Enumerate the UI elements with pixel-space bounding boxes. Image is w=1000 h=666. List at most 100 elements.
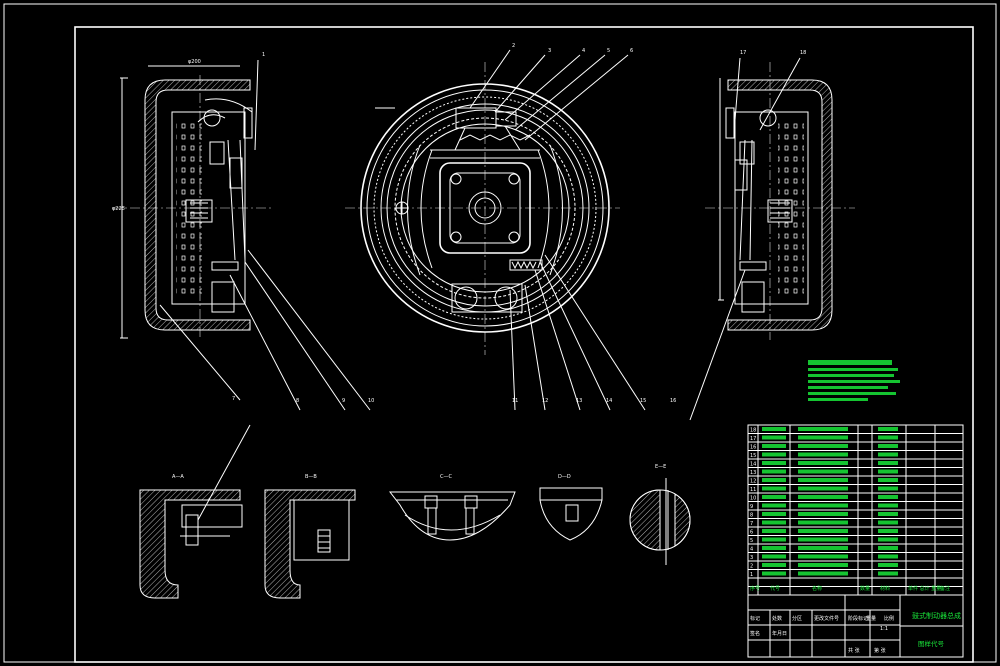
parts-code-cell bbox=[762, 444, 786, 448]
parts-material-cell bbox=[878, 546, 898, 550]
parts-name-cell bbox=[798, 469, 848, 474]
callout-number: 1 bbox=[262, 52, 265, 58]
parts-material-cell bbox=[878, 563, 898, 567]
front-view bbox=[345, 49, 646, 411]
parts-code-cell bbox=[762, 546, 786, 550]
section-b-label: B—B bbox=[305, 474, 317, 480]
parts-name-cell bbox=[798, 520, 848, 525]
parts-row-index: 4 bbox=[750, 547, 753, 553]
parts-material-cell bbox=[878, 427, 898, 431]
parts-name-cell bbox=[798, 571, 848, 576]
parts-name-cell bbox=[798, 546, 848, 550]
sign-label: 处数 bbox=[772, 615, 782, 622]
callout-number: 8 bbox=[296, 398, 299, 404]
parts-header-label: 名称 bbox=[812, 585, 822, 592]
parts-name-cell bbox=[798, 435, 848, 440]
section-e-label: E—E bbox=[655, 464, 666, 470]
parts-row-index: 7 bbox=[750, 521, 753, 527]
parts-row-index: 9 bbox=[750, 504, 753, 510]
parts-material-cell bbox=[878, 512, 898, 516]
parts-material-cell bbox=[878, 452, 898, 457]
callout-number: 15 bbox=[640, 398, 646, 404]
sign-label: 签名 bbox=[750, 630, 760, 637]
parts-code-cell bbox=[762, 503, 786, 508]
parts-row-index: 14 bbox=[750, 462, 756, 468]
parts-row-index: 2 bbox=[750, 564, 753, 570]
parts-row-index: 18 bbox=[750, 428, 756, 434]
right-section-view bbox=[689, 57, 855, 421]
parts-name-cell bbox=[798, 503, 848, 508]
parts-code-cell bbox=[762, 435, 786, 440]
stage-label: 比例 bbox=[884, 615, 894, 622]
parts-header-label: 数量 bbox=[860, 585, 870, 592]
callout-number: 18 bbox=[800, 50, 806, 56]
callout-number: 12 bbox=[542, 398, 548, 404]
parts-code-cell bbox=[762, 563, 786, 567]
callout-number: 2 bbox=[512, 43, 515, 49]
parts-row-index: 10 bbox=[750, 496, 756, 502]
sign-label: 标记 bbox=[750, 615, 760, 622]
parts-name-cell bbox=[798, 478, 848, 482]
parts-row-index: 5 bbox=[750, 538, 753, 544]
parts-material-cell bbox=[878, 486, 898, 491]
parts-code-cell bbox=[762, 537, 786, 542]
detail-section-c: C—C bbox=[388, 474, 516, 541]
parts-code-cell bbox=[762, 495, 786, 499]
callout-number: 3 bbox=[548, 48, 551, 54]
callout-number: 10 bbox=[368, 398, 374, 404]
parts-name-cell bbox=[798, 495, 848, 499]
callout-number: 16 bbox=[670, 398, 676, 404]
section-d-label: D—D bbox=[558, 474, 571, 480]
parts-row-index: 11 bbox=[750, 487, 756, 493]
parts-row-index: 13 bbox=[750, 470, 756, 476]
callout-number: 5 bbox=[607, 48, 610, 54]
parts-material-cell bbox=[878, 554, 898, 559]
parts-header-label: 材料 bbox=[880, 585, 890, 592]
callout-number: 11 bbox=[512, 398, 518, 404]
parts-row-index: 8 bbox=[750, 513, 753, 519]
parts-name-cell bbox=[798, 554, 848, 559]
drawing-number: 图样代号 bbox=[918, 639, 945, 648]
parts-name-cell bbox=[798, 537, 848, 542]
callout-number: 13 bbox=[576, 398, 582, 404]
svg-text:φ228: φ228 bbox=[112, 206, 125, 212]
sheet-border bbox=[3, 3, 997, 663]
parts-row-index: 1 bbox=[750, 572, 753, 578]
parts-name-cell bbox=[798, 563, 848, 567]
callout-number: 14 bbox=[606, 398, 612, 404]
parts-row-index: 12 bbox=[750, 479, 756, 485]
sign-label: 更改文件号 bbox=[814, 615, 839, 622]
title-block: 鼓式制动器总成 图样代号 1:1 标记处数分区更改文件号签名年月日 阶段标记重量… bbox=[747, 585, 964, 658]
parts-code-cell bbox=[762, 452, 786, 457]
scale-value: 1:1 bbox=[880, 626, 888, 632]
parts-code-cell bbox=[762, 529, 786, 533]
parts-row-index: 16 bbox=[750, 445, 756, 451]
parts-row-index: 6 bbox=[750, 530, 753, 536]
section-c-label: C—C bbox=[440, 474, 452, 480]
sign-label: 分区 bbox=[792, 615, 802, 622]
parts-name-cell bbox=[798, 461, 848, 465]
parts-material-cell bbox=[878, 495, 898, 499]
parts-code-cell bbox=[762, 571, 786, 576]
parts-code-cell bbox=[762, 520, 786, 525]
parts-name-cell bbox=[798, 452, 848, 457]
callout-number: 4 bbox=[582, 48, 585, 54]
parts-material-cell bbox=[878, 469, 898, 474]
sheet-count-label: 第 张 bbox=[874, 647, 886, 654]
parts-code-cell bbox=[762, 486, 786, 491]
parts-row-index: 17 bbox=[750, 436, 756, 442]
parts-material-cell bbox=[878, 571, 898, 576]
detail-section-a: A—A bbox=[139, 424, 251, 599]
detail-section-b: B—B bbox=[264, 474, 356, 599]
parts-material-cell bbox=[878, 529, 898, 533]
technical-notes bbox=[808, 360, 900, 401]
parts-material-cell bbox=[878, 503, 898, 508]
callout-number: 17 bbox=[740, 50, 746, 56]
callout-number: 9 bbox=[342, 398, 345, 404]
parts-name-cell bbox=[798, 512, 848, 516]
parts-material-cell bbox=[878, 435, 898, 440]
parts-material-cell bbox=[878, 537, 898, 542]
parts-material-cell bbox=[878, 478, 898, 482]
parts-header-label: 代号 bbox=[770, 585, 780, 592]
